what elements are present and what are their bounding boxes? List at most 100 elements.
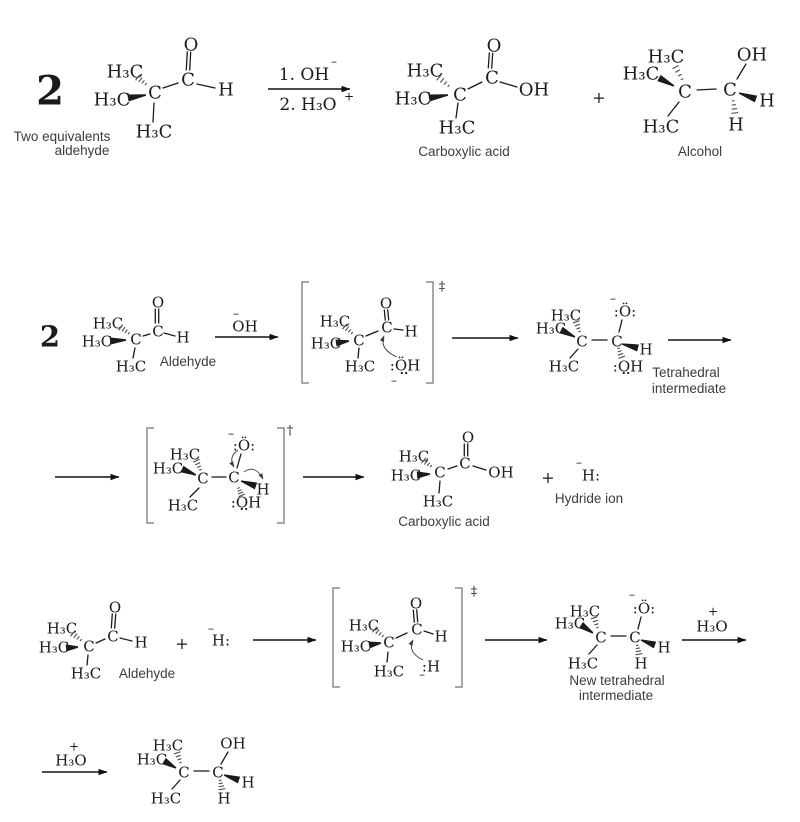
bond-hash <box>238 493 246 498</box>
caption-carboxylic-acid: Carboxylic acid <box>418 144 510 159</box>
atom-label: H <box>728 114 744 135</box>
atom-label: :OH <box>613 357 643 375</box>
reaction-condition-hydronium: H₃O <box>696 617 727 635</box>
charge-label: – <box>610 291 616 305</box>
atom-label: H₃C <box>82 332 113 350</box>
caption-alcohol: Alcohol <box>678 144 722 159</box>
bond-hash <box>574 323 581 327</box>
charge-label: – <box>233 306 239 320</box>
atom-label: OH <box>519 79 549 100</box>
reaction-condition-hydronium: H₃O <box>55 751 86 769</box>
bond-single <box>132 347 136 359</box>
bond-hash <box>193 458 200 463</box>
bond-hash <box>124 329 128 334</box>
atom-label: H <box>218 79 234 100</box>
bond-single <box>472 465 487 471</box>
lone-pair-dots <box>240 507 243 511</box>
bond-hash <box>144 82 148 86</box>
lone-pair-dots <box>627 371 630 375</box>
bond-wedge <box>65 644 79 652</box>
charge-label: + <box>344 89 354 103</box>
atom-label: :Ö: <box>233 436 255 454</box>
atom-label: O <box>184 34 199 55</box>
bond-hash <box>423 459 429 465</box>
atom-label: H₃C <box>643 116 680 137</box>
bond-wedge <box>640 639 657 649</box>
caption-new-tetrahedral-intermediate-line2: intermediate <box>579 688 653 703</box>
bond-hash <box>347 329 352 333</box>
bond-hash <box>127 331 131 335</box>
bond-single <box>365 330 379 337</box>
bond-hash <box>617 347 620 350</box>
bond-wedge <box>657 74 675 87</box>
atom-label: H₃C <box>568 654 599 672</box>
bond-single <box>395 632 408 639</box>
bond-hash <box>218 785 225 788</box>
atom-label: :OH <box>231 493 261 511</box>
atom-label: H₃C <box>107 61 144 82</box>
atom-label: C <box>434 463 445 481</box>
atom-label: H₃C <box>374 662 405 680</box>
atom-label: H <box>657 638 670 656</box>
bond-hash <box>118 324 124 331</box>
transition-state-symbol: † <box>287 424 294 439</box>
atom-label: H <box>634 654 647 672</box>
bracket-right <box>426 281 434 384</box>
bond-double <box>387 309 390 321</box>
bond-wedge <box>621 343 639 352</box>
caption-aldehyde: Aldehyde <box>160 354 216 369</box>
bond-single <box>736 63 747 80</box>
atom-label: O <box>152 293 164 311</box>
atom-label: C <box>411 620 422 638</box>
atom-label: C <box>353 331 364 349</box>
charge-label: – <box>576 455 582 469</box>
bond-double <box>491 52 494 69</box>
atom-label: :H <box>422 657 440 675</box>
bond-double <box>114 613 117 629</box>
bond-single <box>236 453 242 469</box>
charge-label: – <box>331 54 337 68</box>
atom-label: H₃C <box>170 445 201 463</box>
bond-hash <box>443 81 448 85</box>
bond-hash <box>426 462 431 467</box>
atom-label: H₃C <box>555 614 586 632</box>
bond-single <box>357 347 360 359</box>
bond-single <box>438 480 441 494</box>
charge-label: + <box>708 604 718 618</box>
lone-pair-dots <box>622 371 625 375</box>
bond-hash <box>70 630 76 637</box>
atom-label: C <box>228 468 239 486</box>
electron-pushing-arrow <box>408 639 424 661</box>
bond-wedge <box>559 326 576 338</box>
atom-label: H₃C <box>168 496 199 514</box>
charge-label: – <box>419 667 425 681</box>
bond-hash <box>173 751 181 755</box>
atom-label: H₃C <box>648 46 685 67</box>
bracket-left <box>332 587 340 688</box>
bond-hash <box>578 330 581 333</box>
bond-double <box>416 609 419 623</box>
bond-wedge <box>738 92 758 103</box>
atom-label: :Ö: <box>614 302 636 320</box>
bond-single <box>467 81 483 90</box>
lone-pair-dots <box>405 371 408 375</box>
bond-hash <box>381 634 385 638</box>
atom-label: H₃C <box>407 60 444 81</box>
plus-sign: + <box>541 468 554 487</box>
atom-label: C <box>212 763 223 781</box>
caption-two-equivalents: Two equivalents <box>14 129 111 144</box>
bond-hash <box>594 623 599 626</box>
atom-label: H: <box>212 631 230 649</box>
bond-wedge <box>162 757 177 769</box>
bond-hash <box>237 487 240 490</box>
atom-label: O <box>462 428 474 446</box>
atom-label: OH <box>737 44 767 65</box>
charge-label: + <box>69 739 79 753</box>
bond-hash <box>675 69 681 73</box>
bond-hash <box>198 468 202 471</box>
bond-double <box>412 609 415 623</box>
atom-label: H₃C <box>94 89 131 110</box>
bond-hash <box>731 104 736 106</box>
atom-label: H₃C <box>345 357 376 375</box>
